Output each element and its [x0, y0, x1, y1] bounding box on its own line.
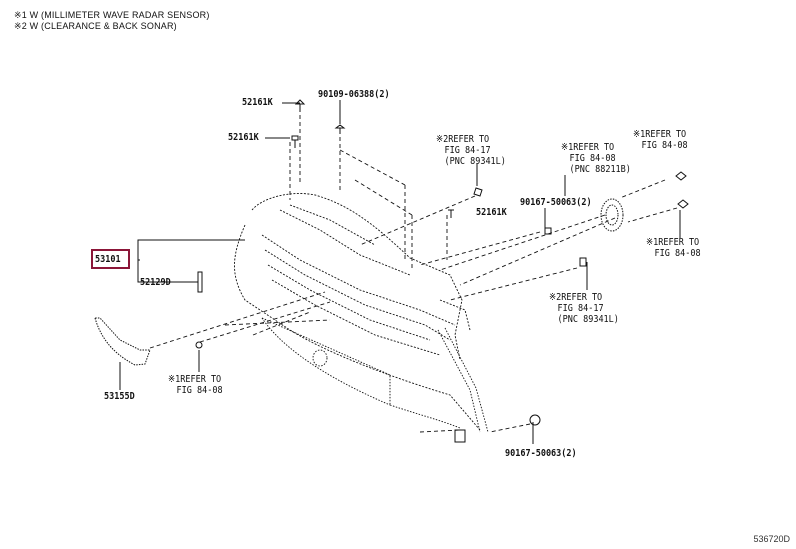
- ref-line: (PNC 89341L): [557, 314, 619, 325]
- leader-52129d: [137, 260, 183, 283]
- part-90167-50063-bottom[interactable]: 90167-50063(2): [505, 448, 577, 459]
- ref-line: FIG 84-08: [641, 140, 688, 151]
- leader-53101: [137, 239, 245, 261]
- ref-line: FIG 84-17: [557, 303, 604, 314]
- part-52161k-right[interactable]: 52161K: [476, 207, 507, 218]
- ref-line: FIG 84-17: [444, 145, 491, 156]
- ref-sonar-top[interactable]: ※2REFER TO FIG 84-17 (PNC 89341L): [436, 134, 506, 167]
- ref-line: FIG 84-08: [176, 385, 223, 396]
- selected-part-highlight: [91, 249, 130, 269]
- ref-line: (PNC 88211B): [569, 164, 631, 175]
- part-90109-06388[interactable]: 90109-06388(2): [318, 89, 390, 100]
- ref-radar-right[interactable]: ※1REFER TO FIG 84-08: [646, 237, 701, 259]
- note-radar-sensor: ※1 W (MILLIMETER WAVE RADAR SENSOR): [14, 10, 210, 20]
- grille-body: [234, 193, 481, 431]
- ref-line: (PNC 89341L): [444, 156, 506, 167]
- radar-bracket-shape: [600, 198, 624, 232]
- ref-line: ※1REFER TO: [168, 374, 222, 385]
- note-sonar: ※2 W (CLEARANCE & BACK SONAR): [14, 21, 177, 31]
- part-52129d[interactable]: 52129D: [140, 277, 171, 288]
- ref-line: FIG 84-08: [654, 248, 701, 259]
- part-53101[interactable]: 53101: [95, 254, 121, 265]
- part-52161k-upper[interactable]: 52161K: [242, 97, 273, 108]
- ref-line: ※2REFER TO: [549, 292, 603, 303]
- ref-radar-left[interactable]: ※1REFER TO FIG 84-08: [168, 374, 223, 396]
- ref-line: ※1REFER TO: [646, 237, 700, 248]
- molding-53155d-shape: [94, 317, 151, 366]
- ref-line: ※1REFER TO: [561, 142, 615, 153]
- ref-radar-mid[interactable]: ※1REFER TO FIG 84-08 (PNC 88211B): [561, 142, 631, 175]
- ref-radar-topright[interactable]: ※1REFER TO FIG 84-08: [633, 129, 688, 151]
- part-53155d[interactable]: 53155D: [104, 391, 135, 402]
- part-52161k-middle[interactable]: 52161K: [228, 132, 259, 143]
- ref-sonar-lower[interactable]: ※2REFER TO FIG 84-17 (PNC 89341L): [549, 292, 619, 325]
- part-90167-50063-right[interactable]: 90167-50063(2): [520, 197, 592, 208]
- ref-line: FIG 84-08: [569, 153, 616, 164]
- emblem-mount: [312, 349, 328, 367]
- diagram-code: 536720D: [753, 534, 790, 544]
- fasteners: [195, 99, 689, 443]
- ref-line: ※2REFER TO: [436, 134, 490, 145]
- ref-line: ※1REFER TO: [633, 129, 687, 140]
